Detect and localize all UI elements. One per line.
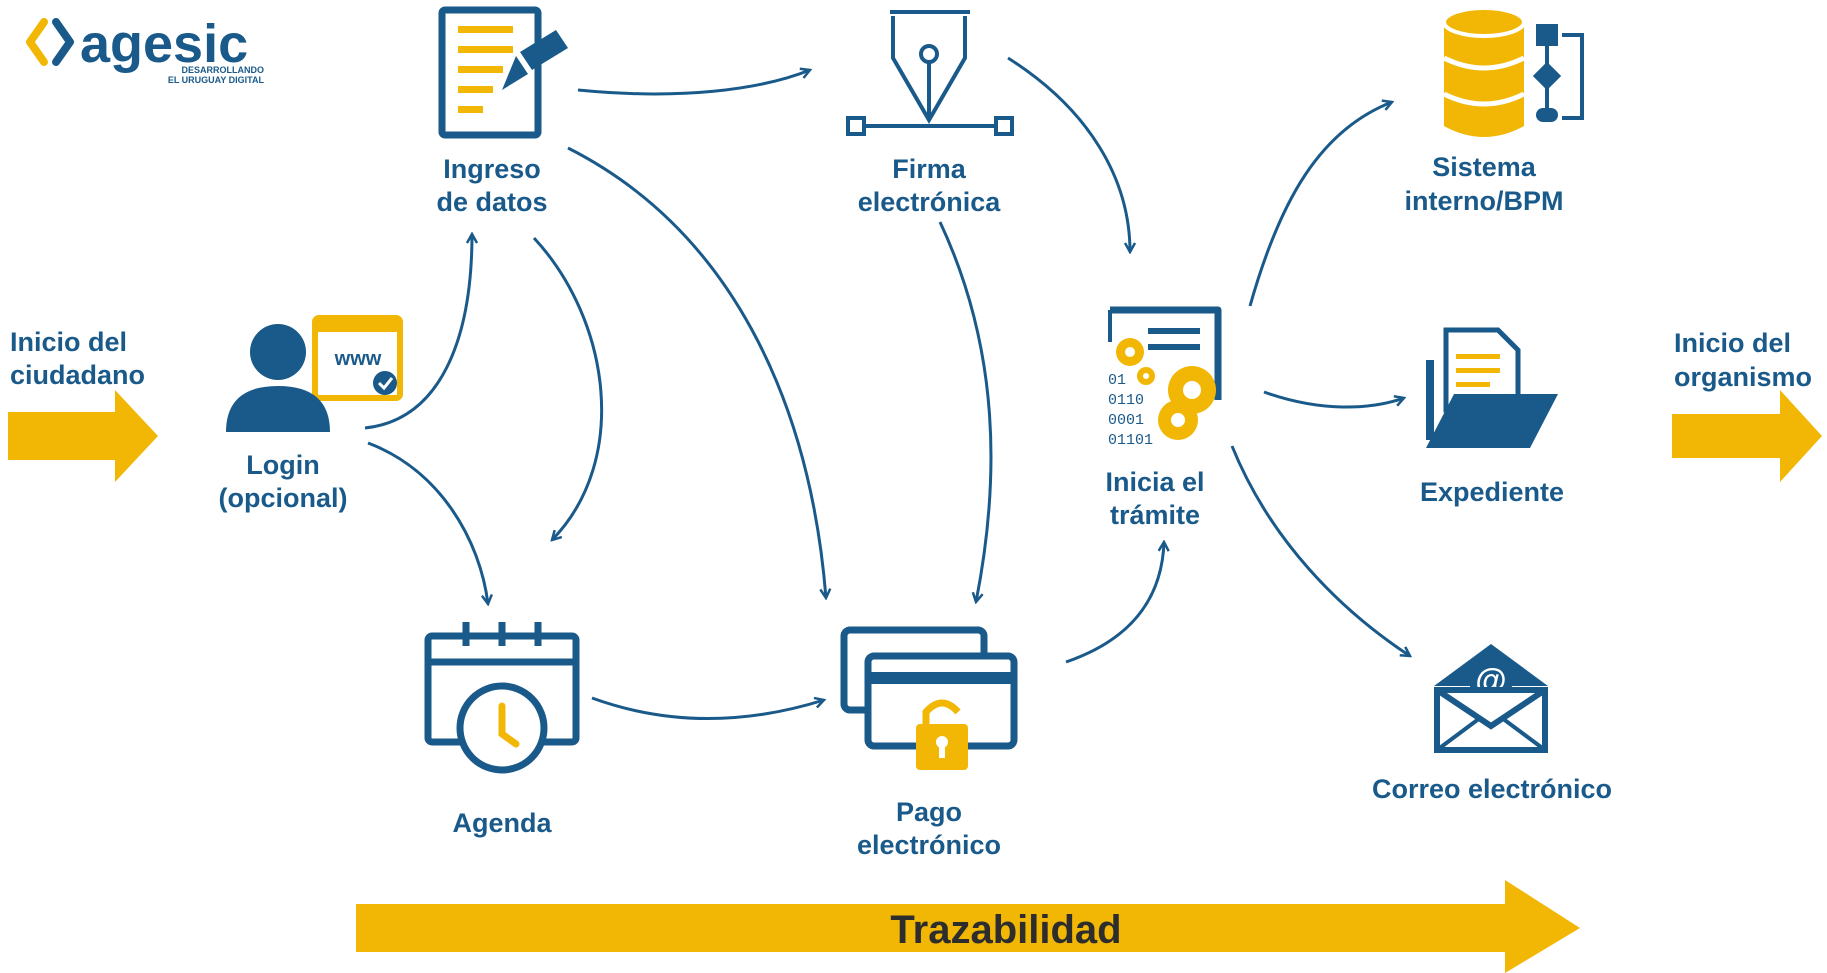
logo-wordmark: agesic bbox=[80, 14, 248, 74]
www-badge: www bbox=[334, 348, 382, 370]
trazabilidad-arrow-icon bbox=[356, 880, 1580, 973]
arrow-ingreso-to-firma bbox=[577, 70, 810, 96]
ingreso-label-line2: de datos bbox=[436, 187, 547, 217]
node-ingreso: Ingreso de datos bbox=[436, 6, 568, 217]
node-sistema: Sistema interno/BPM bbox=[1405, 6, 1584, 216]
end-label-line1: Inicio del bbox=[1674, 328, 1791, 358]
arrow-login-to-agenda bbox=[367, 441, 488, 604]
calendar-clock-icon bbox=[424, 622, 580, 774]
sistema-label-line2: interno/BPM bbox=[1405, 186, 1564, 216]
trazabilidad-label: Trazabilidad bbox=[890, 908, 1121, 952]
node-expediente: Expediente bbox=[1420, 327, 1564, 507]
bits-line-2: 0110 bbox=[1108, 392, 1144, 409]
agesic-logo: agesic DESARROLLANDO EL URUGUAY DIGITAL bbox=[26, 14, 265, 85]
node-inicia: 01 0110 0001 01101 Inicia el trámite bbox=[1105, 306, 1222, 530]
arrow-ingreso-to-agenda bbox=[532, 236, 604, 540]
firma-label-line2: electrónica bbox=[858, 187, 1002, 217]
node-firma: Firma electrónica bbox=[846, 10, 1014, 217]
pago-label-line2: electrónico bbox=[857, 830, 1001, 860]
arrow-firma-to-inicia bbox=[1007, 56, 1130, 252]
bits-line-4: 01101 bbox=[1108, 432, 1153, 449]
node-pago: Pago electrónico bbox=[840, 626, 1018, 860]
document-pencil-icon bbox=[438, 6, 568, 139]
start-label-line1: Inicio del bbox=[10, 327, 127, 357]
arrow-agenda-to-pago bbox=[591, 696, 824, 721]
start-label-line2: ciudadano bbox=[10, 360, 145, 390]
end-arrow-icon bbox=[1672, 390, 1822, 482]
pago-label-line1: Pago bbox=[896, 797, 962, 827]
pen-nib-icon bbox=[846, 10, 1014, 136]
logo-chevron-left-icon bbox=[26, 18, 48, 66]
user-www-icon: www bbox=[226, 315, 403, 432]
envelope-at-icon: @ bbox=[1434, 644, 1548, 753]
correo-label: Correo electrónico bbox=[1372, 774, 1612, 804]
login-label-line2: (opcional) bbox=[219, 483, 348, 513]
folder-document-icon bbox=[1426, 327, 1558, 448]
inicia-label-line2: trámite bbox=[1110, 500, 1200, 530]
agenda-label: Agenda bbox=[452, 808, 552, 838]
document-gears-icon: 01 0110 0001 01101 bbox=[1108, 306, 1222, 449]
start-node: Inicio del ciudadano bbox=[8, 327, 158, 482]
expediente-label: Expediente bbox=[1420, 477, 1564, 507]
node-correo: @ Correo electrónico bbox=[1372, 644, 1612, 804]
sistema-label-line1: Sistema bbox=[1432, 152, 1537, 182]
logo-chevron-right-icon bbox=[52, 18, 74, 66]
arrow-firma-to-pago bbox=[938, 221, 993, 602]
bits-line-1: 01 bbox=[1108, 372, 1126, 389]
firma-label-line1: Firma bbox=[892, 154, 967, 184]
end-node: Inicio del organismo bbox=[1672, 328, 1822, 482]
login-label-line1: Login bbox=[246, 450, 319, 480]
card-lock-icon bbox=[840, 626, 1018, 770]
arrow-inicia-to-sistema bbox=[1248, 102, 1392, 307]
arrow-pago-to-inicia bbox=[1065, 542, 1164, 664]
arrow-inicia-to-correo bbox=[1230, 445, 1410, 656]
connectors bbox=[364, 56, 1410, 721]
arrow-inicia-to-expediente bbox=[1263, 390, 1404, 409]
arrow-ingreso-to-pago bbox=[567, 146, 826, 598]
bits-line-3: 0001 bbox=[1108, 412, 1144, 429]
inicia-label-line1: Inicia el bbox=[1105, 467, 1204, 497]
arrow-login-to-ingreso bbox=[364, 234, 472, 430]
node-agenda: Agenda bbox=[424, 622, 580, 838]
database-flow-icon bbox=[1442, 6, 1584, 137]
node-login: www Login (opcional) bbox=[219, 315, 403, 513]
logo-tagline-1: DESARROLLANDO bbox=[182, 65, 265, 75]
trazabilidad-bar: Trazabilidad bbox=[356, 880, 1580, 973]
ingreso-label-line1: Ingreso bbox=[443, 154, 541, 184]
start-arrow-icon bbox=[8, 390, 158, 482]
logo-tagline-2: EL URUGUAY DIGITAL bbox=[168, 75, 265, 85]
end-label-line2: organismo bbox=[1674, 362, 1812, 392]
